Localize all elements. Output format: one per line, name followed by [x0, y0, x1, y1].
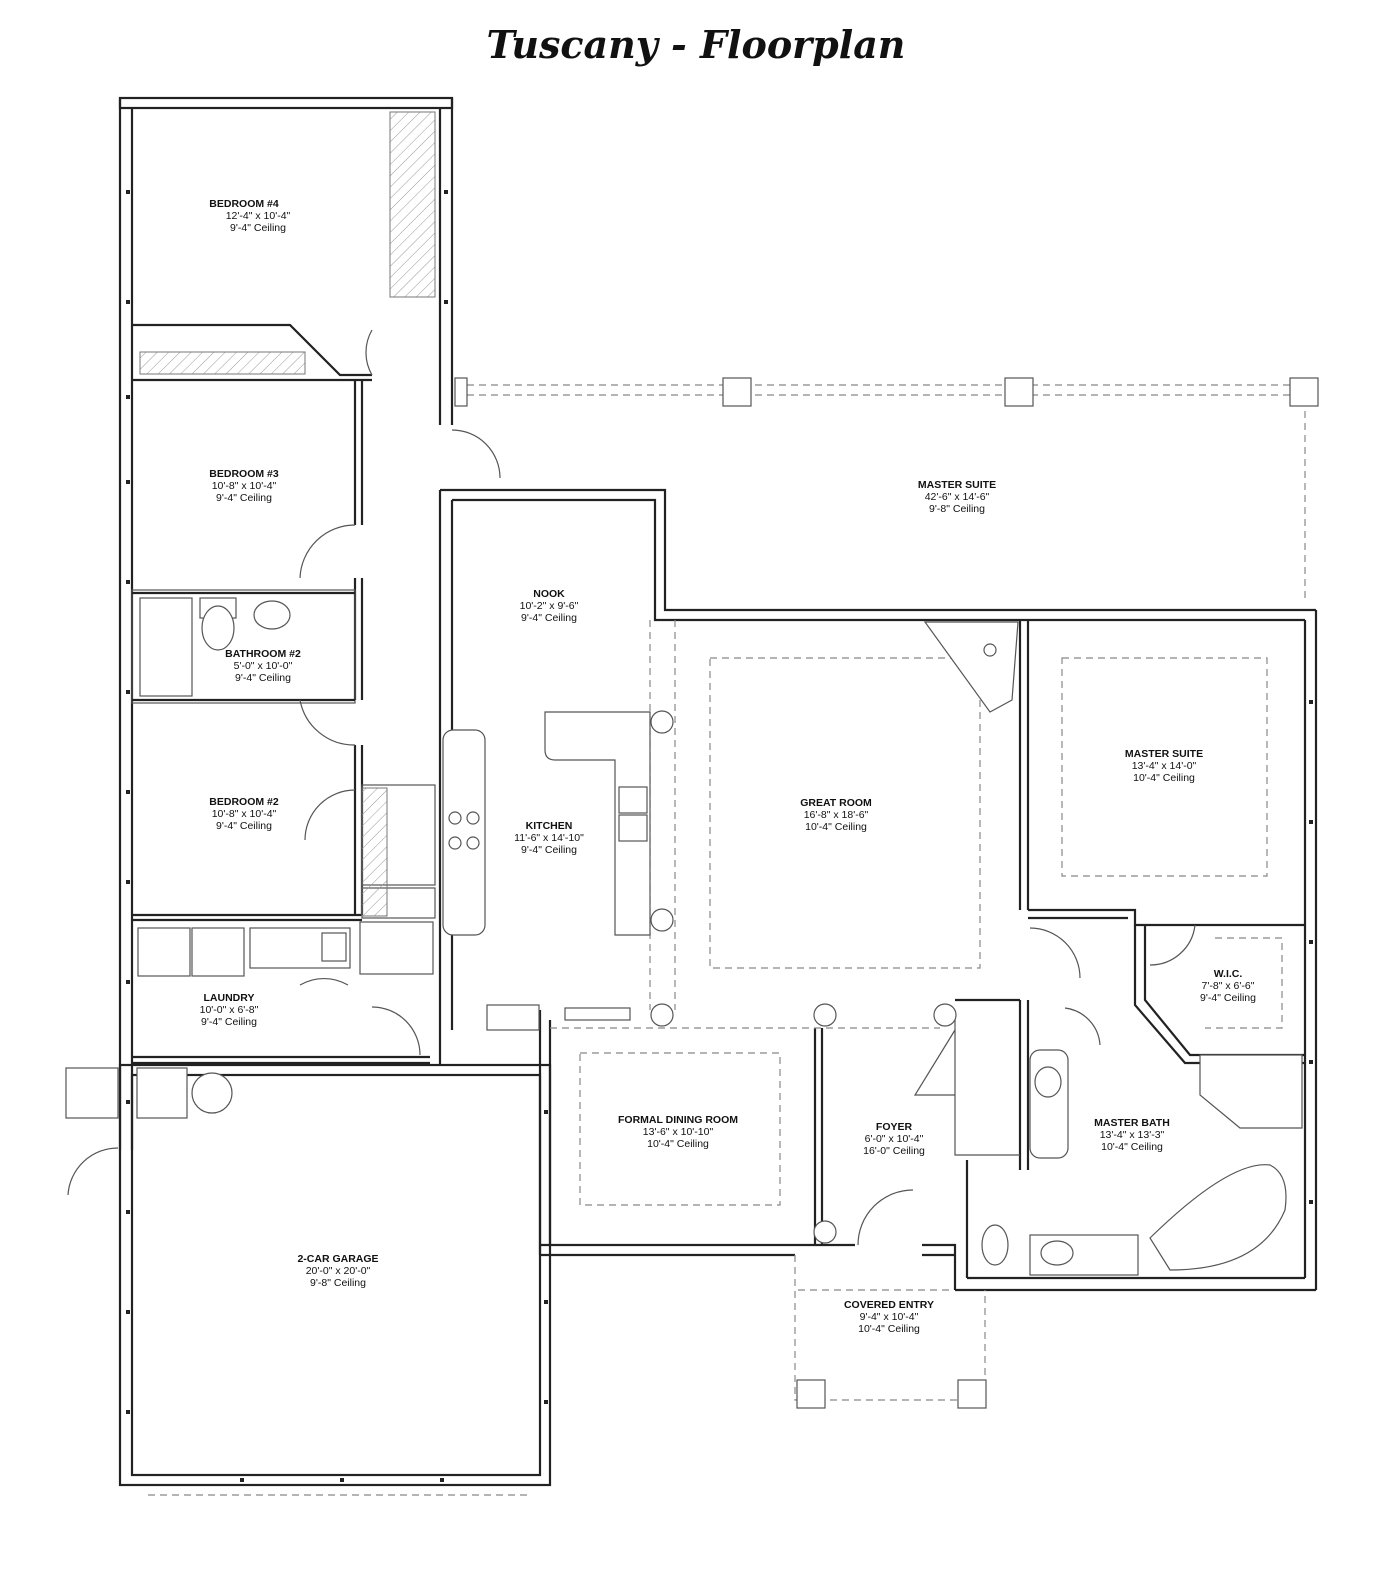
svg-text:9'-4" Ceiling: 9'-4" Ceiling [216, 492, 272, 504]
svg-text:9'-4" Ceiling: 9'-4" Ceiling [230, 222, 286, 234]
svg-text:10'-4" Ceiling: 10'-4" Ceiling [858, 1323, 920, 1335]
wall-studs [126, 190, 1313, 1482]
svg-text:FOYER: FOYER [876, 1121, 913, 1133]
svg-text:COVERED ENTRY: COVERED ENTRY [844, 1299, 934, 1311]
svg-text:6'-0" x 10'-4": 6'-0" x 10'-4" [865, 1133, 924, 1145]
svg-text:BEDROOM #3: BEDROOM #3 [209, 468, 279, 480]
room-label-laundry: LAUNDRY 10'-0" x 6'-8" 9'-4" Ceiling [200, 992, 259, 1028]
svg-text:9'-4" Ceiling: 9'-4" Ceiling [521, 844, 577, 856]
svg-text:9'-4" x 10'-4": 9'-4" x 10'-4" [860, 1311, 919, 1323]
svg-text:13'-6" x 10'-10": 13'-6" x 10'-10" [643, 1126, 714, 1138]
svg-text:5'-0" x 10'-0": 5'-0" x 10'-0" [234, 660, 293, 672]
room-label-wic: W.I.C. 7'-8" x 6'-6" 9'-4" Ceiling [1200, 968, 1256, 1004]
svg-text:10'-0" x 6'-8": 10'-0" x 6'-8" [200, 1004, 259, 1016]
svg-text:10'-4" Ceiling: 10'-4" Ceiling [805, 821, 867, 833]
room-label-master-bath: MASTER BATH 13'-4" x 13'-3" 10'-4" Ceili… [1094, 1117, 1170, 1153]
svg-text:MASTER BATH: MASTER BATH [1094, 1117, 1170, 1129]
room-label-great-room: GREAT ROOM 16'-8" x 18'-6" 10'-4" Ceilin… [800, 797, 872, 833]
svg-text:MASTER SUITE: MASTER SUITE [918, 479, 996, 491]
room-label-master-suite-patio: MASTER SUITE 42'-6" x 14'-6" 9'-8" Ceili… [918, 479, 996, 515]
svg-text:42'-6" x 14'-6": 42'-6" x 14'-6" [925, 491, 990, 503]
svg-text:20'-0" x 20'-0": 20'-0" x 20'-0" [306, 1265, 371, 1277]
room-label-nook: NOOK 10'-2" x 9'-6" 9'-4" Ceiling [520, 588, 579, 624]
fixtures [65, 111, 1303, 1276]
svg-text:13'-4" x 13'-3": 13'-4" x 13'-3" [1100, 1129, 1165, 1141]
room-label-kitchen: KITCHEN 11'-6" x 14'-10" 9'-4" Ceiling [514, 820, 584, 856]
interior-walls [131, 323, 1305, 1278]
svg-text:10'-8" x 10'-4": 10'-8" x 10'-4" [212, 808, 277, 820]
svg-text:GREAT ROOM: GREAT ROOM [800, 797, 872, 809]
svg-text:9'-4" Ceiling: 9'-4" Ceiling [235, 672, 291, 684]
room-label-garage: 2-CAR GARAGE 20'-0" x 20'-0" 9'-8" Ceili… [297, 1253, 378, 1289]
room-label-bedroom-4: BEDROOM #4 12'-4" x 10'-4" 9'-4" Ceiling [209, 198, 290, 234]
doors [67, 329, 1196, 1246]
svg-text:BEDROOM #2: BEDROOM #2 [209, 796, 279, 808]
svg-text:10'-4" Ceiling: 10'-4" Ceiling [647, 1138, 709, 1150]
svg-text:BEDROOM #4: BEDROOM #4 [209, 198, 279, 210]
room-labels: BEDROOM #4 12'-4" x 10'-4" 9'-4" Ceiling… [200, 198, 1256, 1335]
svg-text:10'-2" x 9'-6": 10'-2" x 9'-6" [520, 600, 579, 612]
svg-text:BATHROOM #2: BATHROOM #2 [225, 648, 301, 660]
svg-text:12'-4" x 10'-4": 12'-4" x 10'-4" [226, 210, 291, 222]
svg-text:10'-4" Ceiling: 10'-4" Ceiling [1133, 772, 1195, 784]
svg-text:NOOK: NOOK [533, 588, 565, 600]
svg-text:9'-4" Ceiling: 9'-4" Ceiling [1200, 992, 1256, 1004]
svg-text:2-CAR GARAGE: 2-CAR GARAGE [297, 1253, 378, 1265]
room-label-covered-entry: COVERED ENTRY 9'-4" x 10'-4" 10'-4" Ceil… [844, 1299, 934, 1335]
svg-text:16'-8" x 18'-6": 16'-8" x 18'-6" [804, 809, 869, 821]
patio-posts [454, 377, 1319, 1409]
page-title: Tuscany - Floorplan [486, 22, 906, 67]
svg-text:11'-6" x 14'-10": 11'-6" x 14'-10" [514, 832, 584, 844]
svg-text:9'-4" Ceiling: 9'-4" Ceiling [216, 820, 272, 832]
svg-text:16'-0" Ceiling: 16'-0" Ceiling [863, 1145, 925, 1157]
room-label-bedroom-3: BEDROOM #3 10'-8" x 10'-4" 9'-4" Ceiling [209, 468, 279, 504]
svg-text:FORMAL DINING ROOM: FORMAL DINING ROOM [618, 1114, 738, 1126]
dashed-outlines [148, 384, 1306, 1496]
exterior-walls [118, 96, 1318, 1487]
svg-text:LAUNDRY: LAUNDRY [204, 992, 255, 1004]
svg-text:10'-4" Ceiling: 10'-4" Ceiling [1101, 1141, 1163, 1153]
svg-text:9'-8" Ceiling: 9'-8" Ceiling [929, 503, 985, 515]
svg-text:9'-4" Ceiling: 9'-4" Ceiling [201, 1016, 257, 1028]
svg-text:9'-8" Ceiling: 9'-8" Ceiling [310, 1277, 366, 1289]
room-label-formal-dining: FORMAL DINING ROOM 13'-6" x 10'-10" 10'-… [618, 1114, 738, 1150]
svg-text:MASTER SUITE: MASTER SUITE [1125, 748, 1203, 760]
svg-text:7'-8" x 6'-6": 7'-8" x 6'-6" [1202, 980, 1255, 992]
room-label-bedroom-2: BEDROOM #2 10'-8" x 10'-4" 9'-4" Ceiling [209, 796, 279, 832]
svg-text:W.I.C.: W.I.C. [1214, 968, 1243, 980]
svg-text:KITCHEN: KITCHEN [526, 820, 573, 832]
svg-text:10'-8" x 10'-4": 10'-8" x 10'-4" [212, 480, 277, 492]
room-label-foyer: FOYER 6'-0" x 10'-4" 16'-0" Ceiling [863, 1121, 925, 1157]
room-label-bathroom-2: BATHROOM #2 5'-0" x 10'-0" 9'-4" Ceiling [225, 648, 301, 684]
svg-text:13'-4" x 14'-0": 13'-4" x 14'-0" [1132, 760, 1197, 772]
svg-text:9'-4" Ceiling: 9'-4" Ceiling [521, 612, 577, 624]
room-label-master-suite: MASTER SUITE 13'-4" x 14'-0" 10'-4" Ceil… [1125, 748, 1203, 784]
